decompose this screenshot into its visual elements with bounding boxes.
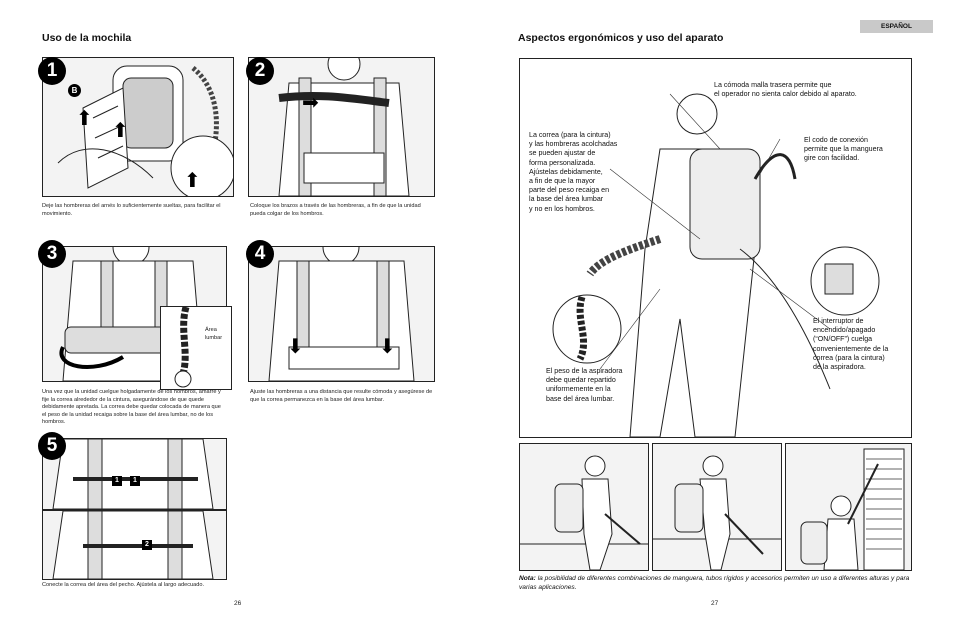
callout-weight: El peso de la aspiradora debe quedar rep… [546,367,623,403]
arrow-up-icon: ⬆ [184,170,201,192]
inset-label-lumbar: Área lumbar [205,327,223,341]
label-b-badge: B [68,84,81,97]
callout-strap: La correa (para la cintura) y las hombre… [529,131,618,213]
note-label: Nota: [519,575,536,582]
marker-1b: 1 [130,476,140,486]
step-3-badge: 3 [38,240,66,268]
note-text: la posibilidad de diferentes combinacion… [519,575,910,591]
step-5-illustration-bottom [42,510,227,580]
page-number-right: 27 [711,600,719,607]
step-2-caption: Coloque los brazos a través de las hombr… [250,203,421,217]
step-1-badge: 1 [38,57,66,85]
lumbar-inset [160,306,232,390]
arrow-up-icon: ⬆ [112,120,129,142]
step-5-badge: 5 [38,432,66,460]
step-4-illustration [248,246,435,382]
section-title-right: Aspectos ergonómicos y uso del aparato [518,32,724,44]
usage-panel-floor [519,443,649,571]
step-3-caption: Una vez que la unidad cuelgue holgadamen… [42,389,221,426]
section-title-left: Uso de la mochila [42,32,132,44]
step-5-illustration-top [42,438,227,510]
callout-mesh: La cómoda malla trasera permite que el o… [714,81,857,99]
step-1-illustration [42,57,234,197]
step-1-caption: Deje las hombreras del arnés lo suficien… [42,203,221,217]
arrow-down-icon: ⬇ [287,336,304,358]
callout-elbow: El codo de conexión permite que la mangu… [804,136,883,163]
marker-1a: 1 [112,476,122,486]
marker-2: 2 [142,540,152,550]
page-number-left: 26 [234,600,242,607]
arrow-down-icon: ⬇ [379,336,396,358]
usage-panel-blinds [785,443,912,571]
arrow-right-icon: ➡ [302,92,319,114]
step-4-caption: Ajuste las hombreras a una distancia que… [250,389,433,403]
step-2-badge: 2 [246,57,274,85]
arrow-up-icon: ⬆ [76,108,93,130]
usage-panel-corner [652,443,782,571]
ergonomics-main-illustration [519,58,912,438]
step-2-illustration [248,57,435,197]
step-4-badge: 4 [246,240,274,268]
language-tag: ESPAÑOL [860,20,933,33]
note: Nota: la posibilidad de diferentes combi… [519,574,911,592]
step-5-caption: Conecte la correa del área del pecho. Aj… [42,582,205,588]
callout-switch: El interruptor de encendido/apagado (“ON… [813,317,889,372]
